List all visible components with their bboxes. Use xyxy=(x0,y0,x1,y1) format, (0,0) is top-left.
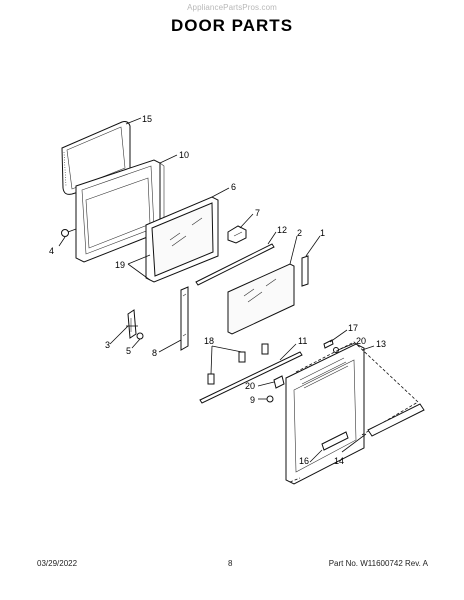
part-2-door-glass[interactable] xyxy=(227,263,295,335)
part-1-side-trim[interactable] xyxy=(301,255,309,287)
callout-12: 12 xyxy=(277,225,287,235)
page-title: DOOR PARTS xyxy=(170,16,294,35)
callout-16: 16 xyxy=(299,456,309,466)
callout-11: 11 xyxy=(298,336,307,346)
part-20-clip-bottom[interactable] xyxy=(273,375,285,389)
callout-3: 3 xyxy=(105,340,110,350)
callout-17: 17 xyxy=(348,323,358,333)
callout-13: 13 xyxy=(376,339,386,349)
part-5-hinge-screw[interactable] xyxy=(136,332,144,340)
part-16-handle-trim[interactable] xyxy=(289,477,301,483)
callout-19: 19 xyxy=(115,260,125,270)
callout-6: 6 xyxy=(231,182,236,192)
part-4-screw[interactable] xyxy=(61,228,77,237)
callout-10: 10 xyxy=(179,150,189,160)
part-12-rod[interactable] xyxy=(195,243,275,286)
part-13-outer-door[interactable] xyxy=(285,343,365,485)
part-8-side-bracket[interactable] xyxy=(180,286,189,351)
part-9-screw[interactable] xyxy=(266,395,274,403)
footer-date: 03/29/2022 xyxy=(37,559,78,568)
callout-2: 2 xyxy=(297,228,302,238)
callout-8: 8 xyxy=(152,348,157,358)
callout-7: 7 xyxy=(255,208,260,218)
callout-20-top: 20 xyxy=(356,336,366,346)
callout-4: 4 xyxy=(49,246,54,256)
footer-part-number: Part No. W11600742 Rev. A xyxy=(328,559,428,568)
callout-14: 14 xyxy=(334,456,344,466)
callout-15: 15 xyxy=(142,114,152,124)
watermark: AppliancePartsPros.com xyxy=(187,3,277,12)
footer-page-number: 8 xyxy=(228,559,233,568)
callout-9: 9 xyxy=(250,395,255,405)
callout-1: 1 xyxy=(320,228,325,238)
part-3-hinge[interactable] xyxy=(126,309,138,339)
part-11-rod[interactable] xyxy=(199,351,303,404)
callout-20-bottom: 20 xyxy=(245,381,255,391)
part-7-bracket[interactable] xyxy=(227,225,247,244)
part-18-fastener[interactable] xyxy=(207,343,269,385)
part-17-pin[interactable] xyxy=(323,339,334,349)
callout-18: 18 xyxy=(204,336,214,346)
callout-5: 5 xyxy=(126,346,131,356)
part-14-handle[interactable] xyxy=(295,341,425,437)
